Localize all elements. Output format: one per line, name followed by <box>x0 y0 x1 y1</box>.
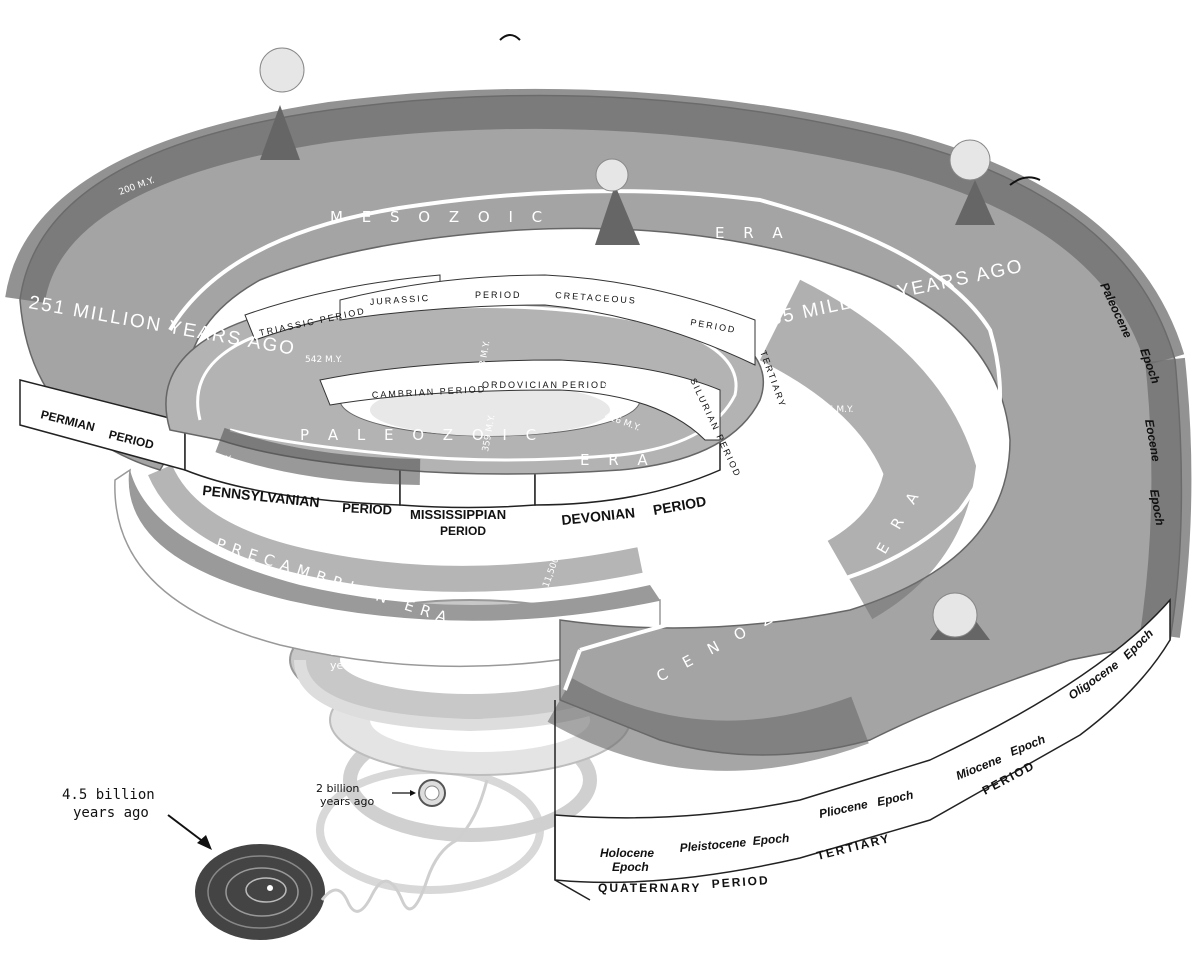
arrowhead-4-5-billion <box>197 835 212 850</box>
annotation-4-5-billion-line2: years ago <box>73 805 149 821</box>
period-pennsylvanian-period: PERIOD <box>342 500 393 518</box>
time-mark-5-mya: 5 M.Y. <box>666 522 688 549</box>
epoch-holocene-epoch: Epoch <box>612 860 649 874</box>
period-mississippian-period: PERIOD <box>440 524 486 538</box>
annotation-2-billion-line2: years ago <box>320 795 374 808</box>
annotation-2-billion-line1: 2 billion <box>316 782 359 795</box>
time-mark-23-mya: 23 M.Y. <box>740 485 764 517</box>
era-label-mesozoic-era: E R A <box>715 224 790 242</box>
earth-origin-swirl <box>195 779 489 940</box>
period-devonian-period: PERIOD <box>652 493 708 518</box>
time-mark-ago: AGO <box>310 283 330 293</box>
label-quaternary-period: PERIOD <box>711 873 770 891</box>
era-label-mesozoic: M E S O Z O I C <box>330 208 549 226</box>
epoch-holocene: Holocene <box>600 846 654 860</box>
mesozoic-inner-wall <box>244 274 756 366</box>
time-mark-444-mya: 444 M.Y. <box>604 381 641 391</box>
arrowhead-2-billion <box>410 790 416 796</box>
epoch-pleistocene-epoch: Epoch <box>752 831 790 848</box>
period-mississippian: MISSISSIPPIAN <box>410 507 506 522</box>
time-mark-542-mya: 542 M.Y. <box>305 355 342 365</box>
period-ordovician: ORDOVICIAN <box>482 380 559 390</box>
label-quaternary: QUATERNARY <box>598 881 701 895</box>
epoch-pleistocene: Pleistocene <box>679 835 747 855</box>
time-mark-56-mya: 56 M.Y. <box>822 405 853 415</box>
two-billion-marker <box>418 779 446 807</box>
epoch-eocene-epoch: Epoch <box>1147 488 1167 527</box>
annotation-1-billion-line2: years ago <box>330 659 384 672</box>
era-label-paleozoic-era: E R A <box>580 451 655 469</box>
arrow-4-5-billion <box>167 814 206 844</box>
era-label-paleozoic: P A L E O Z O I C <box>300 426 543 444</box>
time-mark-34-mya: 34 M.Y. <box>814 465 845 475</box>
time-mark-299-mya: 299 M.Y. <box>195 455 232 465</box>
period-jurassic-period: PERIOD <box>475 290 522 300</box>
period-ordovician-period: PERIOD <box>562 380 609 390</box>
period-jurassic: JURASSIC <box>369 293 430 307</box>
outer-ring <box>5 88 1192 771</box>
paleozoic-ring <box>165 286 765 485</box>
annotation-1-billion-line1: 1 billion <box>330 645 373 658</box>
scenery-icons <box>259 34 1041 640</box>
period-devonian: DEVONIAN <box>561 504 636 528</box>
annotation-4-5-billion-line1: 4.5 billion <box>62 787 155 803</box>
